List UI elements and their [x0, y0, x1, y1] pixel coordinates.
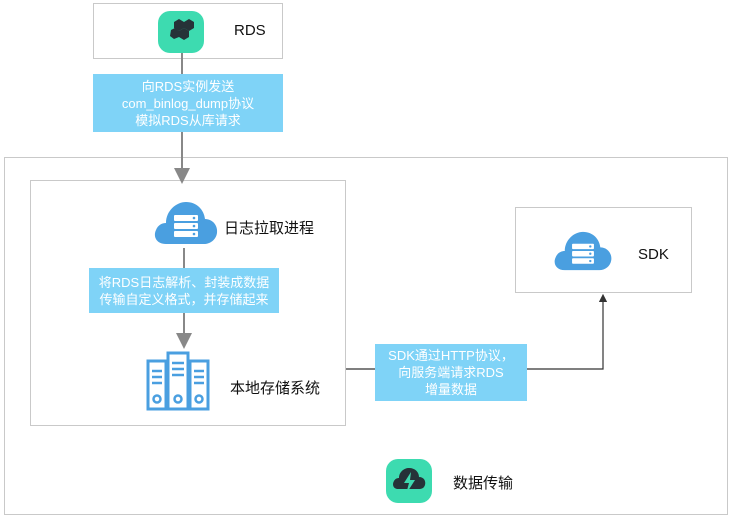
request-note-line: 模拟RDS从库请求 [135, 112, 241, 128]
log-fetch-label: 日志拉取进程 [224, 220, 315, 237]
rds-icon [157, 10, 205, 54]
parse-note: 将RDS日志解析、封装成数据 传输自定义格式，并存储起来 [89, 268, 279, 313]
request-note: 向RDS实例发送 com_binlog_dump协议 模拟RDS从库请求 [93, 74, 283, 132]
cloud-server-icon [152, 198, 220, 248]
sdk-note: SDK通过HTTP协议， 向服务端请求RDS 增量数据 [375, 344, 527, 401]
dts-label: 数据传输 [453, 475, 514, 492]
rds-label: RDS [234, 22, 266, 39]
sdk-note-line: 向服务端请求RDS [398, 365, 504, 380]
parse-note-line: 传输自定义格式，并存储起来 [99, 291, 269, 307]
parse-note-line: 将RDS日志解析、封装成数据 [98, 274, 270, 290]
server-rack-icon [138, 351, 218, 413]
sdk-note-line: 增量数据 [424, 382, 477, 397]
local-storage-label: 本地存储系统 [230, 380, 321, 397]
cloud-server-icon [552, 228, 614, 274]
sdk-note-line: SDK通过HTTP协议， [388, 348, 514, 363]
request-note-line: com_binlog_dump协议 [121, 95, 255, 111]
request-note-line: 向RDS实例发送 [141, 78, 235, 94]
sdk-label: SDK [638, 246, 669, 263]
data-transmission-icon [385, 458, 433, 504]
